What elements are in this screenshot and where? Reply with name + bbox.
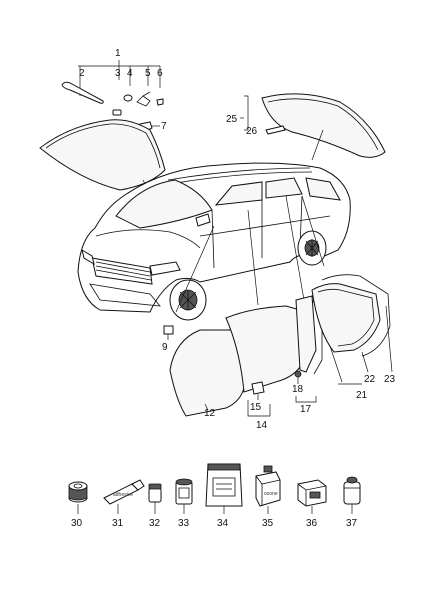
- callout-34: 34: [217, 518, 229, 529]
- consumable-repair-bag[interactable]: [205, 463, 243, 507]
- consumables-row: 30 adhesive 31 32 33: [68, 463, 361, 529]
- svg-text:adhesive: adhesive: [113, 492, 133, 498]
- callout-35: 35: [262, 518, 274, 529]
- callout-22: 22: [364, 374, 376, 385]
- quarter-window-glass[interactable]: [311, 283, 381, 353]
- callout-9: 9: [162, 342, 168, 353]
- windshield-glass[interactable]: [39, 119, 166, 191]
- front-door-seal-part[interactable]: [163, 325, 174, 335]
- quarter-window-group: 22 23 21: [311, 274, 396, 401]
- callout-6: 6: [157, 68, 163, 79]
- callout-1: 1: [115, 48, 121, 59]
- callout-23: 23: [384, 374, 396, 385]
- consumable-small-jar[interactable]: [148, 483, 162, 503]
- front-door-glass[interactable]: [169, 329, 245, 417]
- rear-window-group: 25 26: [226, 93, 386, 161]
- rain-sensor-cable-part[interactable]: [136, 91, 151, 107]
- callout-4: 4: [127, 68, 133, 79]
- quarter-clip-part[interactable]: [294, 370, 302, 378]
- callout-33: 33: [178, 518, 190, 529]
- consumable-cleaning-box[interactable]: [297, 479, 327, 507]
- consumable-primer-can[interactable]: [343, 476, 361, 505]
- quarter-glass-part[interactable]: [295, 295, 317, 373]
- callout-26: 26: [246, 126, 258, 137]
- consumable-tape-roll[interactable]: [68, 481, 88, 503]
- callout-14: 14: [256, 420, 268, 431]
- regulator-clip-part[interactable]: [251, 381, 265, 395]
- callout-18: 18: [292, 384, 304, 395]
- door-glass-group: 9 12: [162, 305, 305, 419]
- callout-15: 15: [250, 402, 262, 413]
- clip-part[interactable]: [123, 94, 133, 102]
- callout-37: 37: [346, 518, 358, 529]
- callout-32: 32: [149, 518, 161, 529]
- callout-31: 31: [112, 518, 124, 529]
- callout-30: 30: [71, 518, 83, 529]
- quarter-window-seal[interactable]: [321, 274, 391, 357]
- callout-25: 25: [226, 114, 238, 125]
- callout-5: 5: [145, 68, 151, 79]
- rear-fixed-glass-group: 18 17 15 14: [247, 295, 323, 431]
- sensor-bracket-part[interactable]: [112, 109, 122, 116]
- callout-7: 7: [161, 121, 167, 132]
- consumable-primer-bottle[interactable]: [175, 478, 193, 505]
- windshield-trim-strip[interactable]: [61, 81, 104, 104]
- callout-3: 3: [115, 68, 121, 79]
- rear-window-glass[interactable]: [261, 93, 386, 158]
- windshield-group: 1 2 3 4 5 6 7: [39, 48, 167, 211]
- consumable-activator-canister[interactable]: ozone: [255, 465, 281, 507]
- svg-text:ozone: ozone: [264, 491, 278, 497]
- callout-21: 21: [356, 390, 368, 401]
- mirror-mount-part[interactable]: [156, 98, 164, 106]
- callout-2: 2: [79, 68, 85, 79]
- consumable-adhesive-tube[interactable]: adhesive: [103, 479, 145, 505]
- callout-36: 36: [306, 518, 318, 529]
- callout-12: 12: [204, 408, 216, 419]
- callout-17: 17: [300, 404, 312, 415]
- rear-window-clip-part[interactable]: [265, 125, 286, 135]
- vehicle-body: [77, 162, 351, 321]
